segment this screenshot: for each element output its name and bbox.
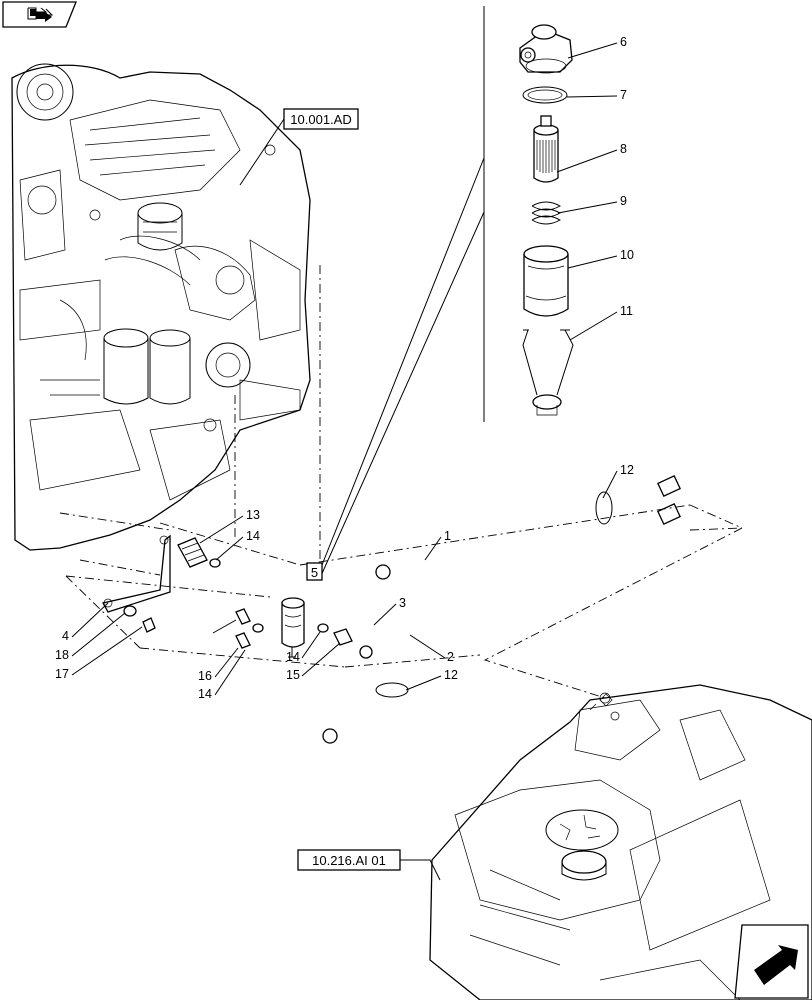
callout-12: 12 [620, 463, 634, 477]
svg-text:5: 5 [311, 565, 318, 580]
fittings-and-bracket [102, 491, 613, 698]
filter-head [519, 24, 573, 74]
callout-18: 18 [55, 648, 69, 662]
callout-4: 4 [62, 629, 69, 643]
callout-10: 10 [620, 248, 634, 262]
callout-12: 12 [444, 668, 458, 682]
callout-15: 15 [286, 668, 300, 682]
engine-reference-label[interactable]: 10.001.AD [239, 108, 359, 186]
callout-8: 8 [620, 142, 627, 156]
seal-ring [522, 86, 568, 104]
callout-9: 9 [620, 194, 627, 208]
fuel-tank [429, 684, 812, 1001]
filter-bracket [522, 329, 574, 416]
filter-element [533, 115, 559, 183]
spring [531, 201, 562, 225]
callout-7: 7 [620, 88, 627, 102]
callout-1: 1 [444, 529, 451, 543]
leader-lines [71, 42, 618, 696]
fuel-lines [288, 474, 681, 744]
callout-11: 11 [620, 304, 633, 318]
tank-reference-label[interactable]: 10.216.AI 01 [297, 849, 441, 881]
callout-numbers: 6 7 8 9 10 11 12 1 3 2 12 13 14 4 18 17 … [55, 35, 634, 701]
previous-page-arrow-icon[interactable] [2, 1, 77, 28]
callout-14: 14 [286, 650, 300, 664]
svg-text:10.001.AD: 10.001.AD [290, 112, 351, 127]
callout-6: 6 [620, 35, 627, 49]
assembly-centerlines [59, 265, 744, 699]
filter-bowl [523, 245, 569, 317]
inline-fuel-filter [281, 597, 305, 658]
callout-14: 14 [198, 687, 212, 701]
svg-text:10.216.AI 01: 10.216.AI 01 [312, 853, 386, 868]
detail-callout[interactable]: 5 [306, 157, 485, 581]
callout-3: 3 [399, 596, 406, 610]
callout-16: 16 [198, 669, 212, 683]
filter-exploded-view [483, 6, 574, 422]
callout-17: 17 [55, 667, 69, 681]
next-page-arrow-icon[interactable] [734, 924, 809, 999]
engine-assembly [11, 63, 311, 551]
callout-14: 14 [246, 529, 260, 543]
callout-2: 2 [447, 650, 454, 664]
callout-13: 13 [246, 508, 260, 522]
